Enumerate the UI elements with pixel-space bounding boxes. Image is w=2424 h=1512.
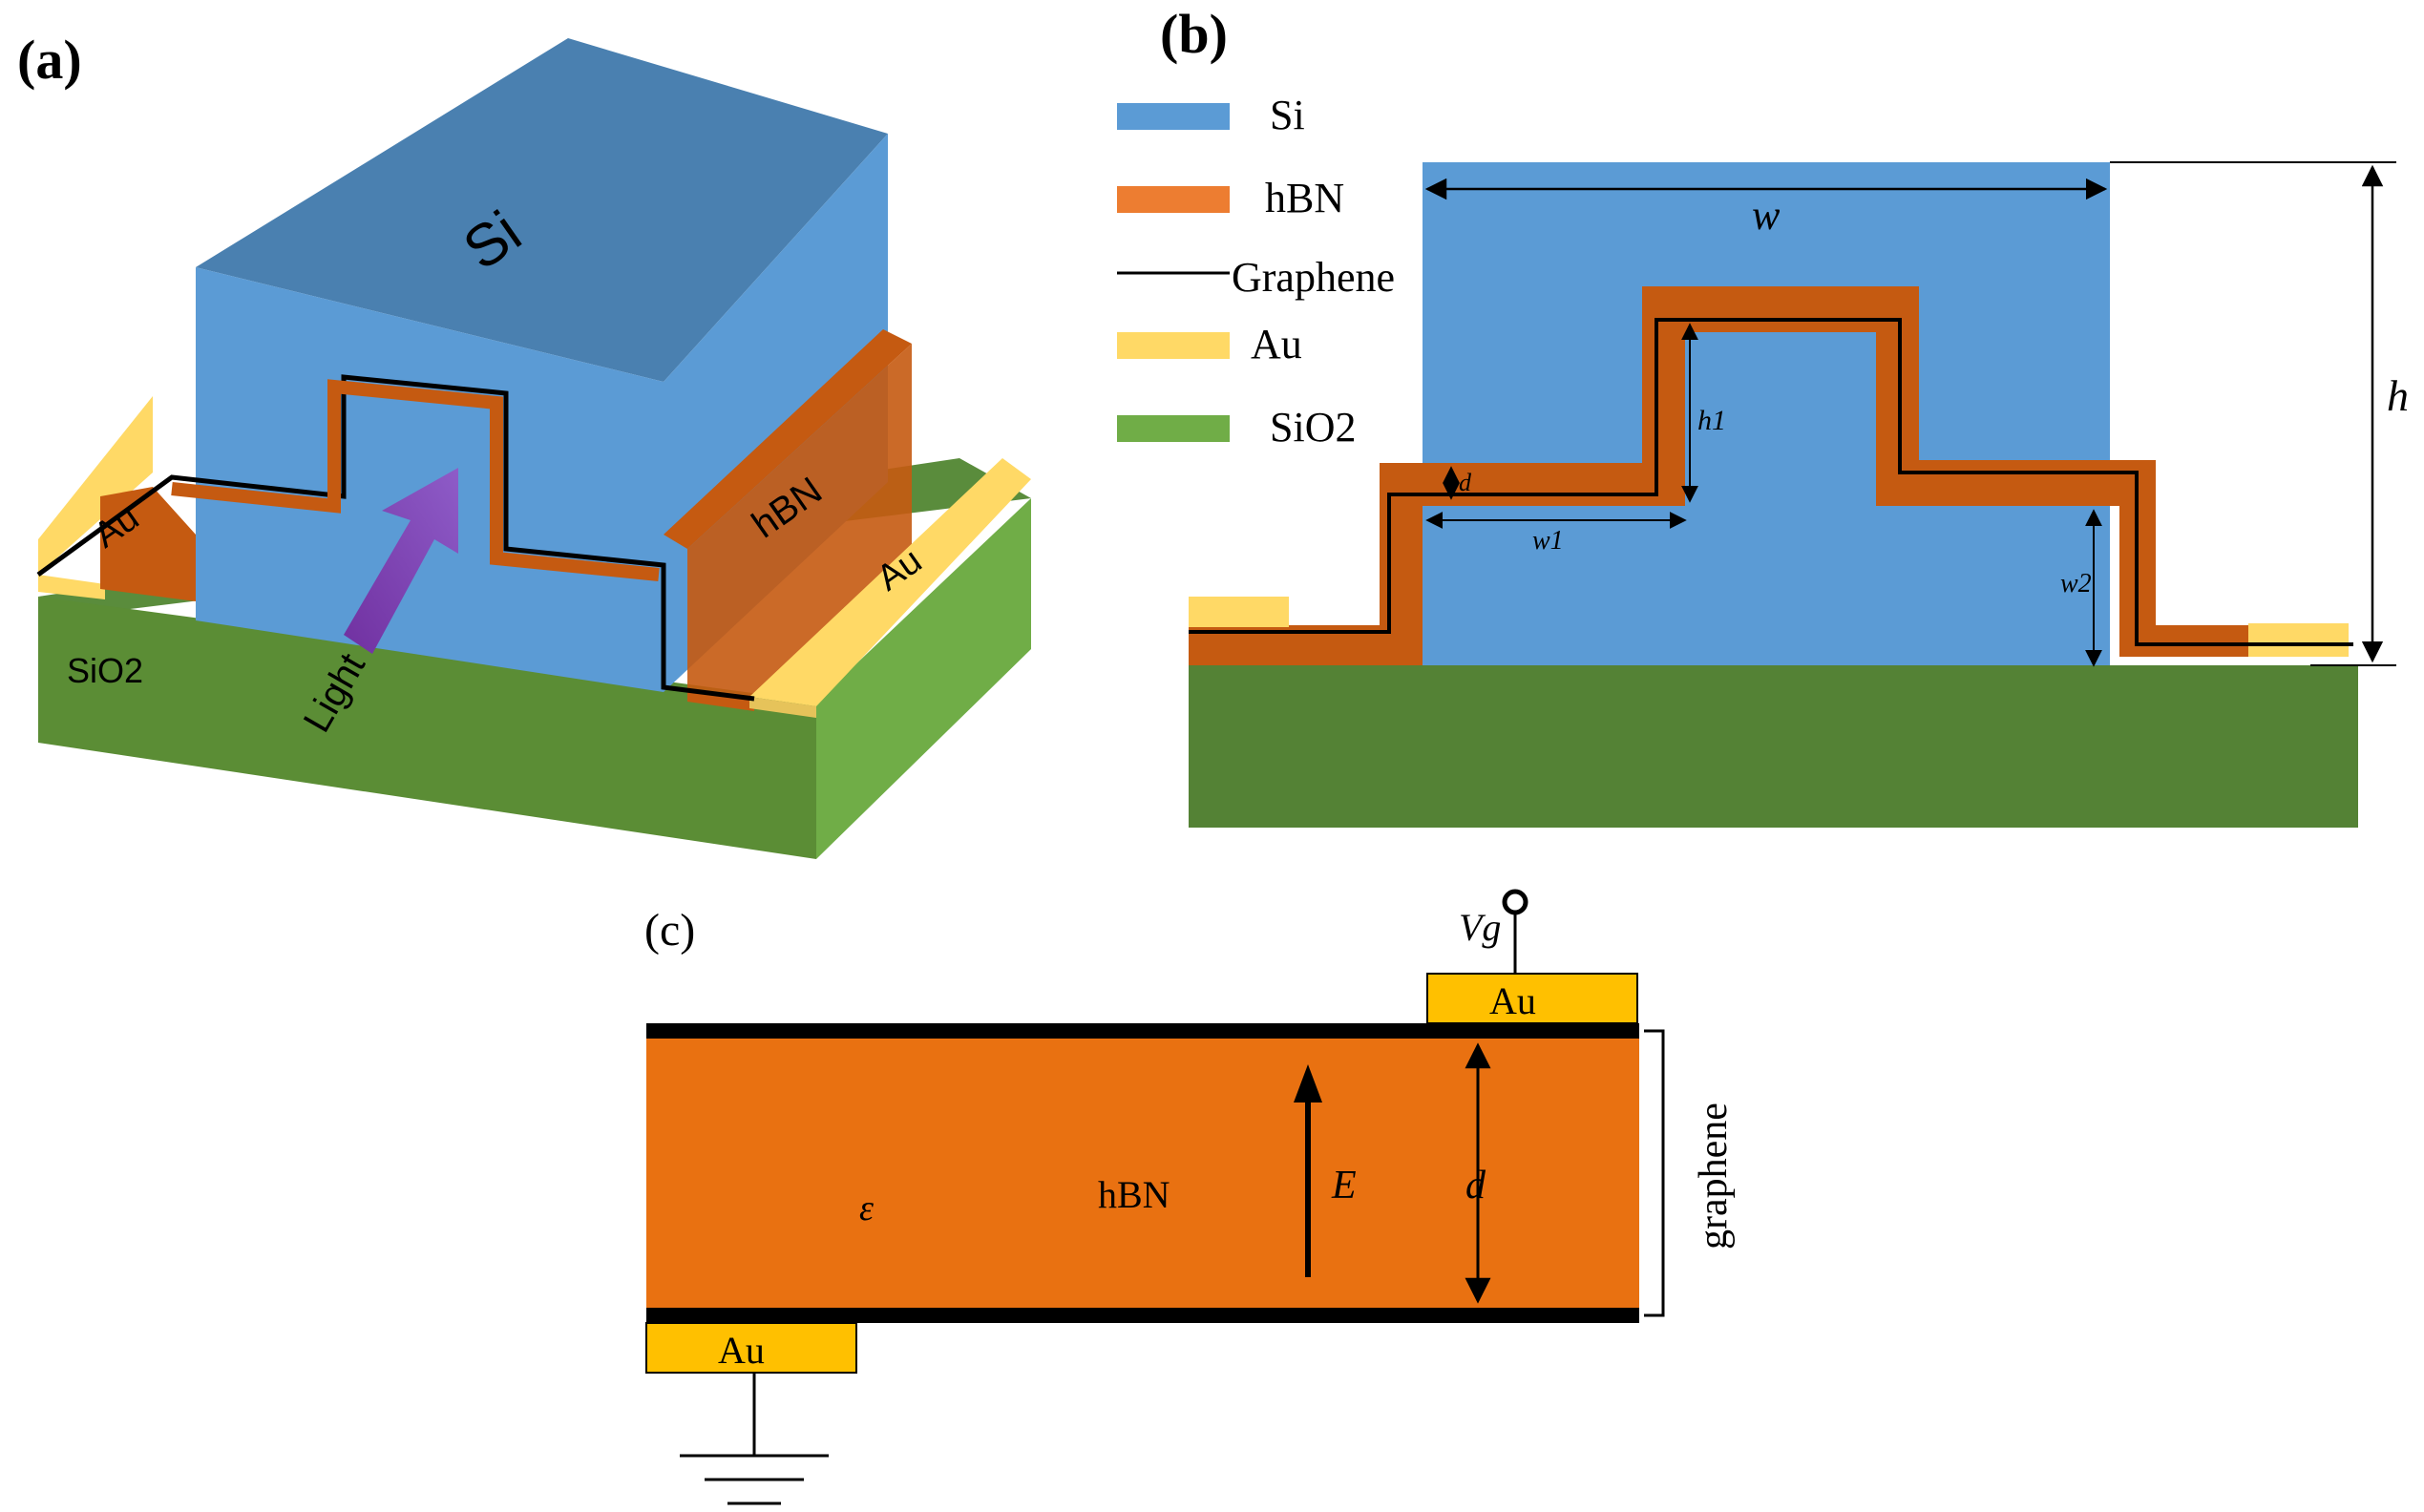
light-arrow [344,468,458,654]
legend-label-si: Si [1270,92,1305,138]
hbn-right-top [664,329,912,549]
graphene-step-outline [36,374,755,702]
legend-swatch-au [1117,332,1230,359]
si-block-front [196,267,664,692]
b-hbn-layer [1189,286,2248,665]
panel-label-b: (b) [1160,3,1228,65]
panel-label-a: (a) [17,29,82,91]
panel-b: w h h1 d w1 w2 [1189,161,2409,828]
dim-d-label: d [1459,469,1472,496]
c-graphene-bracket [1644,1029,1665,1317]
hbn-left-step [100,487,196,601]
panel-a: (a) Si hBN Au Au SiO2 Light [17,29,1031,859]
legend-swatch-hbn [1117,186,1230,213]
c-au-top-label: Au [1489,979,1536,1022]
vg-label: Vg [1459,906,1501,949]
legend-swatch-si [1117,103,1230,130]
hbn-step [171,379,660,581]
panel-c: (c) Vg Au Au ε hBN E d graphe [644,889,1736,1505]
c-epsilon-label: ε [859,1188,874,1228]
au-left-strip [38,396,153,575]
c-graphene-label: graphene [1692,1102,1736,1250]
dim-w2-label: w2 [2060,569,2092,598]
c-au-bottom-label: Au [718,1329,765,1372]
b-au-right-pad [2248,623,2349,657]
dim-h-label: h [2387,371,2409,420]
c-au-top [1426,973,1638,1024]
legend-label-sio2: SiO2 [1270,404,1356,451]
b-sio2-substrate [1189,665,2358,828]
b-au-left-pad [1189,597,1289,627]
b-si-inner [1685,332,1876,506]
c-e-field-head [1294,1064,1322,1102]
c-e-label: E [1331,1164,1357,1208]
legend-label-au: Au [1251,321,1302,368]
legend-label-hbn: hBN [1265,175,1344,221]
au-right-face [749,697,816,718]
legend: (b) Si hBN Graphene Au SiO2 [1117,3,1395,451]
c-hbn-label: hBN [1098,1173,1170,1216]
sio2-block-side [816,498,1031,859]
dim-w-label: w [1752,192,1781,239]
panel-label-c: (c) [644,905,695,956]
au-left-front [38,575,105,599]
sio2-block-front [38,597,816,859]
c-graphene-bottom [646,1308,1639,1323]
legend-swatch-sio2 [1117,415,1230,442]
label-sio2: SiO2 [67,651,143,690]
legend-label-graphene: Graphene [1232,254,1395,301]
dim-h1-label: h1 [1697,405,1726,436]
c-au-bottom [645,1322,857,1374]
c-d-label: d [1465,1164,1486,1208]
dim-w1-label: w1 [1532,526,1564,556]
c-graphene-top [646,1023,1639,1039]
b-graphene-line [1189,318,2353,646]
vg-terminal [1502,889,1528,915]
si-block-top [196,38,888,382]
au-right-strip [749,458,1031,706]
